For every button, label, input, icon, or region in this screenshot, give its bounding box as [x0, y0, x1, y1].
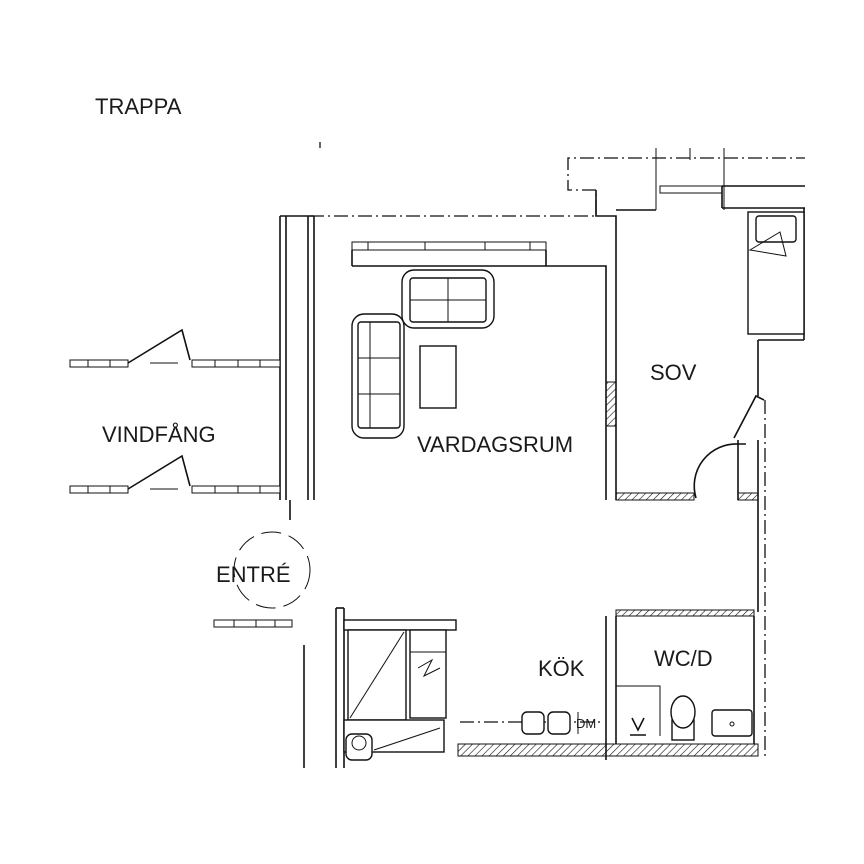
label-dishwasher: DM	[576, 716, 596, 731]
label-vardagsrum: VARDAGSRUM	[417, 432, 573, 457]
sofa-left	[351, 313, 405, 439]
label-kok: KÖK	[538, 656, 585, 681]
sofa-top	[401, 269, 495, 329]
label-trappa: TRAPPA	[95, 94, 182, 119]
window-vardagsrum-north	[351, 241, 547, 266]
coffee-table	[419, 345, 457, 409]
kitchen-fixtures	[343, 619, 579, 761]
walls	[279, 185, 805, 768]
bed	[747, 211, 805, 335]
vindfang-openings	[69, 359, 293, 628]
label-sov: SOV	[650, 360, 697, 385]
label-vindfang: VINDFÅNG	[102, 422, 216, 447]
doors	[127, 328, 765, 609]
window-sov-north	[655, 148, 725, 210]
wc-fixtures	[616, 685, 753, 741]
label-wcd: WC/D	[654, 646, 713, 671]
label-entre: ENTRÉ	[216, 562, 291, 587]
